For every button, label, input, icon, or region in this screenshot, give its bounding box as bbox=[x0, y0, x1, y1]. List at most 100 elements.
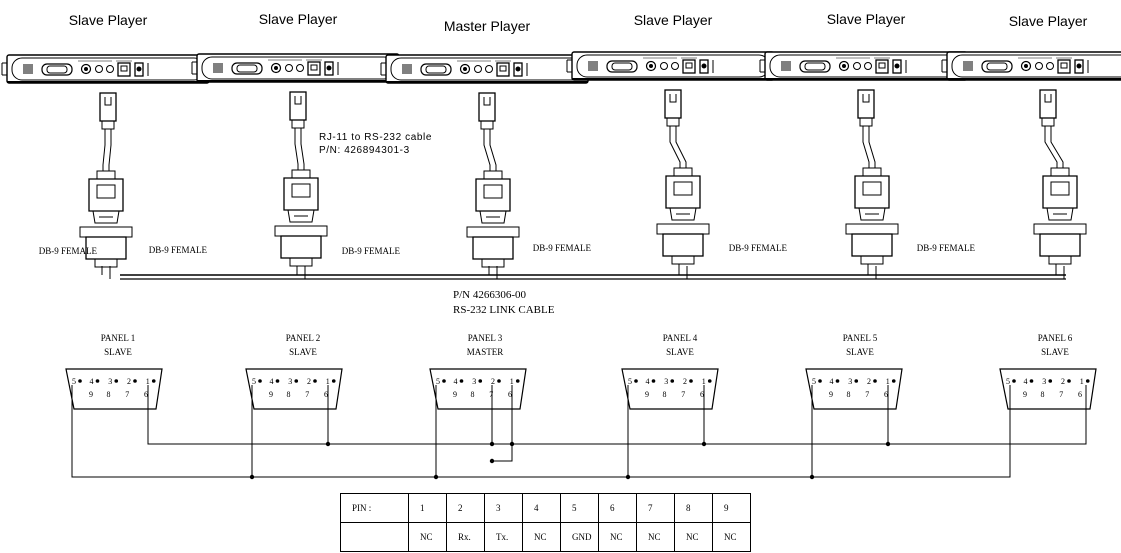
video-jack bbox=[474, 65, 482, 73]
db9-shell bbox=[479, 210, 507, 224]
cable-wire bbox=[294, 128, 299, 170]
db9-hood-window bbox=[291, 183, 311, 198]
rj11-boot bbox=[1041, 117, 1055, 127]
pin-dot bbox=[478, 379, 483, 383]
data-bus bbox=[147, 385, 1087, 445]
pin-dot bbox=[151, 379, 156, 383]
rj11-port bbox=[682, 59, 696, 74]
db9-female-label: DB-9 FEMALE bbox=[39, 246, 98, 256]
cable-wire bbox=[489, 129, 497, 171]
pin-function: NC bbox=[522, 522, 561, 552]
db9-strain-relief bbox=[862, 167, 882, 177]
wiring-layer bbox=[71, 385, 1087, 480]
pin-dot bbox=[294, 379, 299, 383]
db9-hood bbox=[665, 175, 701, 209]
db9-shell bbox=[1046, 207, 1074, 221]
player-label: Slave Player bbox=[1009, 13, 1088, 29]
pin-label-top: 2 bbox=[683, 377, 687, 386]
cable-wire bbox=[1050, 126, 1064, 168]
audio-jack-center bbox=[84, 67, 88, 71]
db9-female-label: DB-9 FEMALE bbox=[149, 245, 208, 255]
player-body bbox=[6, 54, 210, 84]
audio-jack bbox=[270, 62, 282, 74]
power-port-pin bbox=[326, 65, 332, 71]
serial-port bbox=[981, 60, 1013, 73]
panel-title: PANEL 4 bbox=[663, 333, 698, 343]
video-jack bbox=[285, 64, 293, 72]
serial-port-inner bbox=[425, 65, 447, 74]
player-side-tab bbox=[941, 59, 947, 73]
pin-label-top: 1 bbox=[886, 377, 890, 386]
panel-title: PANEL 1 bbox=[101, 333, 136, 343]
cable-note-line2: P/N: 426894301-3 bbox=[319, 145, 410, 156]
pin-label-top: 4 bbox=[270, 377, 274, 386]
cable-wire bbox=[862, 126, 870, 168]
pin-label-bottom: 7 bbox=[681, 390, 685, 399]
serial-port bbox=[799, 60, 831, 73]
audio-jack-center bbox=[1024, 64, 1028, 68]
rj11-boot bbox=[480, 120, 494, 130]
player-label: Slave Player bbox=[827, 11, 906, 27]
db9-hood bbox=[475, 178, 511, 212]
rj11-port bbox=[1057, 59, 1071, 74]
pin-number: 6 bbox=[598, 493, 637, 523]
db9-female-label: DB-9 FEMALE bbox=[342, 246, 401, 256]
db9-pinout-shell bbox=[621, 368, 719, 410]
pin-dot bbox=[1085, 379, 1090, 383]
player-body bbox=[946, 51, 1121, 81]
pin-label-top: 3 bbox=[472, 377, 476, 386]
cable-wire bbox=[108, 129, 112, 171]
pin-label-bottom: 8 bbox=[847, 390, 851, 399]
panel-role: SLAVE bbox=[1041, 347, 1069, 357]
db9-shell bbox=[669, 207, 697, 221]
pin-number: 5 bbox=[560, 493, 599, 523]
pin-label-top: 3 bbox=[1042, 377, 1046, 386]
video-jack bbox=[95, 65, 103, 73]
rj11-port-inner bbox=[499, 65, 507, 72]
player-rear-panel bbox=[951, 54, 1121, 78]
rj11-port bbox=[496, 62, 510, 77]
pin-label-bottom: 9 bbox=[829, 390, 833, 399]
pin-dot bbox=[442, 379, 446, 383]
rj11-latch bbox=[1044, 94, 1052, 103]
cable-wire bbox=[868, 126, 876, 168]
power-port-pin bbox=[515, 66, 521, 72]
rj11-port-inner bbox=[120, 65, 128, 72]
rj11-port bbox=[307, 61, 321, 76]
db9-pinout-shell bbox=[805, 368, 903, 410]
db9-female-body bbox=[662, 233, 704, 257]
db9-female-flange bbox=[466, 226, 520, 238]
db9-female-label: DB-9 FEMALE bbox=[533, 243, 592, 253]
pin-dot bbox=[1048, 379, 1053, 383]
rj11-boot bbox=[859, 117, 873, 127]
pin-dot bbox=[133, 379, 137, 383]
pin-dot bbox=[78, 379, 82, 383]
cable-wire bbox=[1044, 126, 1058, 168]
pin-label-bottom: 6 bbox=[508, 390, 512, 399]
master-crossover bbox=[492, 385, 513, 462]
rj11-port-inner bbox=[310, 64, 318, 71]
db9-shell bbox=[92, 210, 120, 224]
player-body bbox=[385, 54, 589, 84]
video-jack bbox=[671, 62, 679, 70]
pin-dot bbox=[258, 379, 262, 383]
db9-female-tail bbox=[289, 257, 313, 267]
db9-pinout-shell bbox=[999, 368, 1097, 410]
rj11-latch bbox=[483, 97, 491, 106]
rj11-port bbox=[875, 59, 889, 74]
pin-label-bottom: 7 bbox=[305, 390, 309, 399]
junction-dot bbox=[885, 441, 891, 447]
pin-dot bbox=[707, 379, 712, 383]
serial-port-inner bbox=[611, 62, 633, 71]
player-side-tab bbox=[759, 59, 765, 73]
panel-title: PANEL 5 bbox=[843, 333, 878, 343]
db9-female-flange bbox=[656, 223, 710, 235]
db9-female-tail bbox=[1048, 255, 1072, 265]
pin-label-top: 1 bbox=[510, 377, 514, 386]
pin-label-top: 1 bbox=[702, 377, 706, 386]
panel-role: MASTER bbox=[467, 347, 504, 357]
